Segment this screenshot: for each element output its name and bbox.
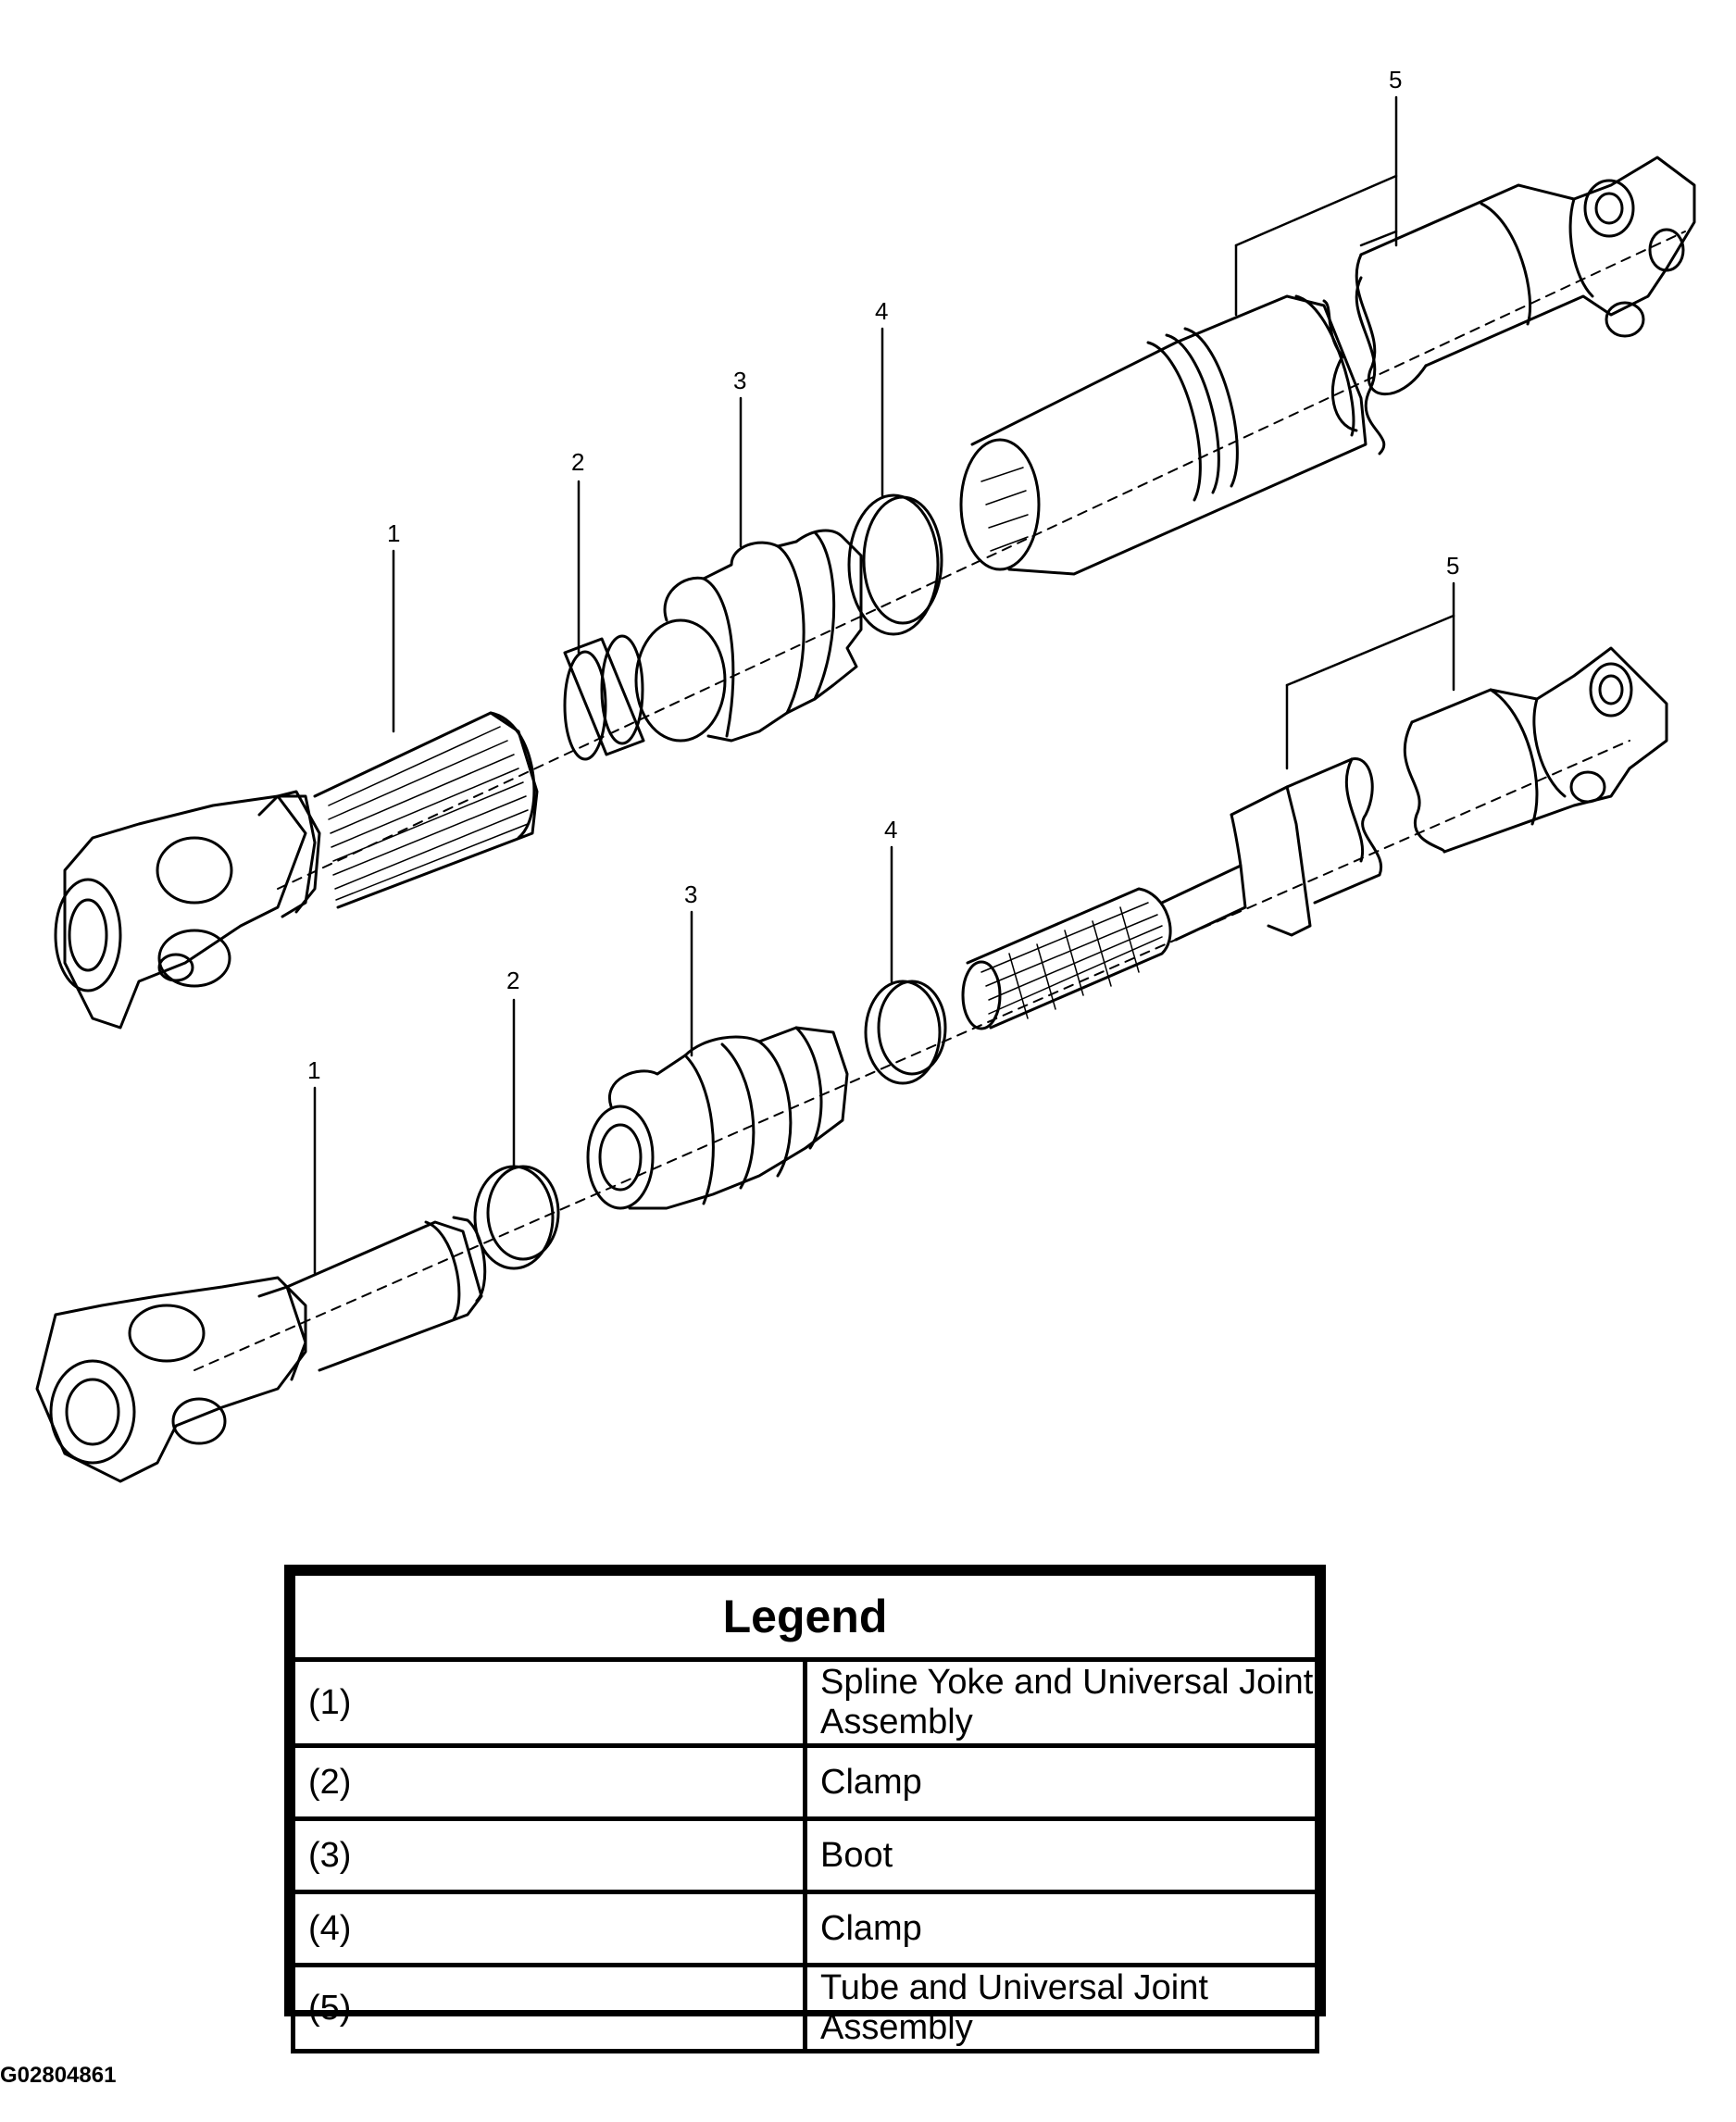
legend-row-description: Spline Yoke and Universal Joint Assembly [803, 1657, 1319, 1748]
lower-part-5-tube-assembly [961, 646, 1668, 1030]
upper-part-1-spline-yoke [54, 711, 539, 1030]
upper-callout-4: 4 [875, 297, 888, 325]
callout-leaders [313, 95, 1455, 1275]
legend-row-description: Clamp [803, 1890, 1319, 1967]
legend-table: Legend (1) Spline Yoke and Universal Joi… [284, 1565, 1326, 2053]
upper-part-4-clamp [847, 493, 943, 636]
upper-part-5-tube-assembly [959, 156, 1696, 576]
lower-part-3-boot [586, 1026, 849, 1210]
lower-part-4-clamp [864, 980, 947, 1085]
lower-part-2-clamp [473, 1165, 560, 1270]
legend-row: (2) Clamp [291, 1743, 1319, 1821]
legend-title: Legend [291, 1571, 1319, 1662]
legend-row-description: Boot [803, 1816, 1319, 1894]
exploded-driveshaft-diagram: 1 2 3 4 5 1 2 3 4 5 [35, 66, 1696, 1483]
legend-row-number: (3) [291, 1816, 807, 1894]
upper-part-2-clamp [563, 634, 645, 761]
legend-row: (1) Spline Yoke and Universal Joint Asse… [291, 1657, 1319, 1748]
legend-row-number: (2) [291, 1743, 807, 1821]
lower-callout-2: 2 [506, 967, 519, 994]
legend-row-description: Clamp [803, 1743, 1319, 1821]
upper-callout-3: 3 [733, 367, 746, 394]
legend-row-description: Tube and Universal Joint Assembly [803, 1963, 1319, 2053]
legend-row: (3) Boot [291, 1816, 1319, 1894]
upper-callout-5: 5 [1389, 66, 1402, 94]
upper-callout-1: 1 [387, 519, 400, 547]
lower-callout-3: 3 [684, 880, 697, 908]
lower-callout-1: 1 [307, 1056, 320, 1084]
legend-row: (4) Clamp [291, 1890, 1319, 1967]
legend-row-number: (4) [291, 1890, 807, 1967]
legend-row-number: (1) [291, 1657, 807, 1748]
legend-row: (5) Tube and Universal Joint Assembly [291, 1963, 1319, 2053]
lower-callout-5: 5 [1446, 552, 1459, 580]
upper-part-3-boot [634, 529, 863, 743]
lower-callout-4: 4 [884, 816, 897, 843]
lower-part-1-spline-yoke [35, 1216, 487, 1483]
lower-centerline [194, 740, 1630, 1371]
figure-id: G02804861 [0, 2063, 117, 2088]
legend-row-number: (5) [291, 1963, 807, 2053]
upper-callout-2: 2 [571, 448, 584, 476]
